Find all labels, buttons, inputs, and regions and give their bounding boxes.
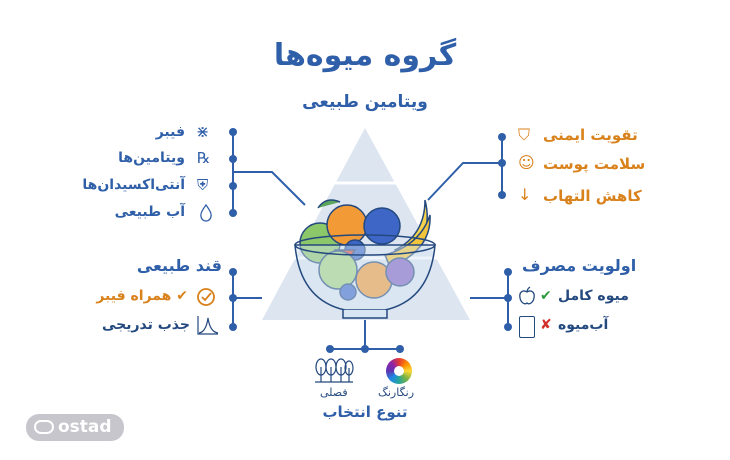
connector-dots [229,128,512,353]
vitamin-pills-icon: ℞ [197,149,211,167]
colorful-label: رنگارنگ [378,386,415,399]
seasonal-label: فصلی [320,386,348,399]
water-drop-icon [200,204,212,222]
trees-icon [315,358,354,383]
fruit-bowl-illustration [294,199,436,319]
variety-heading: تنوع انتخاب [322,403,408,421]
natural-sugar-heading: قند طبیعی [136,256,222,275]
page-title: گروه میوه‌ها [273,38,457,73]
face-skin-icon: ☺ [518,153,535,172]
list-item-fiber: فیبر [155,124,185,140]
check-mark-icon: ✔ [540,288,552,304]
apple-icon [519,286,535,305]
color-wheel-icon [386,358,412,384]
page-subtitle: ویتامین طبیعی [302,92,428,112]
list-item-with-fiber: ✔ همراه فیبر [96,288,188,305]
logo-mark-icon [34,420,54,434]
consumption-priority-heading: اولویت مصرف [522,256,637,275]
list-item-reduce-inflammation: کاهش التهاب [543,187,642,205]
ostad-logo: ostad [26,414,124,441]
list-item-gradual-absorption: جذب تدریجی [101,317,190,333]
list-item-vitamins: ویتامین‌ها [118,150,185,166]
list-item-juice: آب‌میوه [558,317,609,333]
fiber-icon: ⋇ [196,122,210,141]
shield-check-icon: ⛉ [518,125,531,144]
list-item-natural-water: آب طبیعی [114,204,185,220]
check-mark-icon: ✔ [176,288,188,304]
juice-box-icon [519,316,535,338]
logo-text: ostad [58,417,112,437]
curve-graph-icon [197,316,219,335]
cross-mark-icon: ✘ [540,317,552,333]
list-item-immunity: تقویت ایمنی [543,126,638,144]
joint-arrow-down-icon: ↓ [518,185,532,204]
list-item-antioxidants: آنتی‌اکسیدان‌ها [82,177,185,193]
with-fiber-label: همراه فیبر [96,288,172,304]
list-item-skin-health: سلامت پوست [543,155,646,173]
antioxidant-shield-icon: ⛨ [197,176,209,194]
check-circle-icon [197,288,215,306]
list-item-whole-fruit: میوه کامل [558,288,629,304]
